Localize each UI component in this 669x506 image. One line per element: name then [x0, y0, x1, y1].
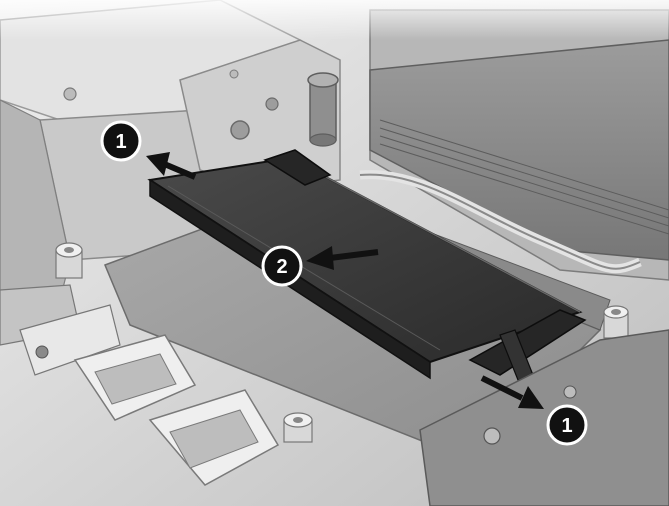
callout-module-slide: 2: [261, 245, 303, 287]
rear-ports: [0, 284, 280, 486]
callout-left-latch-label: 1: [115, 131, 126, 153]
arrow-right-latch: [480, 375, 544, 409]
callout-module-slide-label: 2: [276, 256, 287, 278]
drive-cage: [359, 9, 669, 281]
top-fade: [0, 0, 669, 40]
chassis-lower-wall: [419, 329, 669, 506]
callout-left-latch: 1: [100, 120, 142, 162]
arrow-left-latch: [146, 152, 197, 180]
callout-right-latch: 1: [546, 404, 588, 446]
arrow-module-slide: [306, 246, 379, 270]
callout-right-latch-label: 1: [561, 415, 572, 437]
retention-latches: [263, 149, 587, 386]
standoffs: [55, 242, 629, 443]
